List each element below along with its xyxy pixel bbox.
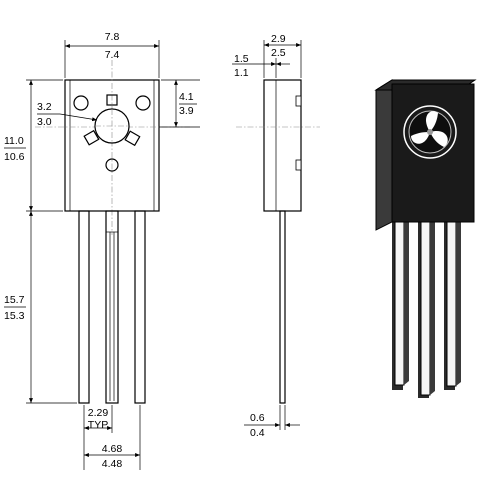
front-corner-hole-left: [73, 95, 89, 111]
tab-thickness-max-label: 1.5: [234, 53, 249, 65]
dim-body-width: 7.8 7.4: [64, 31, 160, 78]
front-lead-center: [105, 210, 119, 404]
front-leads: [78, 210, 146, 404]
body-height-min-label: 10.6: [4, 151, 25, 163]
body-width-max-label: 7.8: [105, 31, 120, 43]
front-mounting-hole: [83, 94, 141, 147]
render-body-side: [375, 79, 393, 231]
hole-diameter-max-label: 3.2: [37, 101, 52, 113]
front-lead-right: [134, 210, 146, 404]
lead-thickness-min-label: 0.4: [250, 427, 265, 439]
front-lower-hole: [105, 158, 119, 172]
dim-thickness: 2.9 2.5: [263, 33, 302, 78]
side-view: 2.9 2.5 1.5 1.1 0.6 0.4: [232, 33, 320, 439]
front-corner-hole-right: [135, 95, 151, 111]
dim-lead-span: 4.68 4.48: [83, 405, 141, 470]
lead-span-min-label: 4.48: [102, 458, 123, 470]
thickness-max-label: 2.9: [271, 33, 286, 45]
hole-offset-min-label: 3.9: [179, 105, 194, 117]
dim-tab-thickness: 1.5 1.1: [232, 53, 290, 79]
dim-lead-length: 15.7 15.3: [4, 211, 77, 404]
front-lead-left: [78, 210, 90, 404]
lead-span-max-label: 4.68: [102, 443, 123, 455]
render-leads: [392, 215, 461, 398]
front-view: 7.8 7.4 11.0 10.6 15.7 15.3 3.2 3.0: [4, 31, 200, 470]
render-mounting-hole: [403, 105, 457, 159]
dim-body-height: 11.0 10.6: [4, 79, 63, 212]
dim-lead-thickness: 0.6 0.4: [244, 405, 300, 439]
hole-offset-max-label: 4.1: [179, 91, 194, 103]
dim-hole-offset: 4.1 3.9: [159, 79, 200, 128]
package-3d-render: [374, 79, 477, 398]
side-notch-upper: [295, 95, 302, 107]
body-height-max-label: 11.0: [4, 135, 24, 147]
dim-hole-diameter: 3.2 3.0: [37, 101, 98, 128]
pitch-value-label: 2.29: [88, 407, 109, 419]
lead-length-max-label: 15.7: [4, 294, 25, 306]
body-width-min-label: 7.4: [105, 49, 120, 61]
tab-thickness-min-label: 1.1: [234, 67, 249, 79]
thickness-min-label: 2.5: [271, 47, 286, 59]
side-body-outline: [263, 79, 302, 212]
lead-thickness-max-label: 0.6: [250, 412, 265, 424]
pitch-note-label: TYP: [88, 419, 108, 431]
lead-length-min-label: 15.3: [4, 310, 25, 322]
side-notch-lower: [295, 159, 302, 171]
dim-lead-pitch: 2.29 TYP: [83, 405, 113, 433]
hole-diameter-min-label: 3.0: [37, 116, 52, 128]
side-lead: [279, 210, 286, 404]
